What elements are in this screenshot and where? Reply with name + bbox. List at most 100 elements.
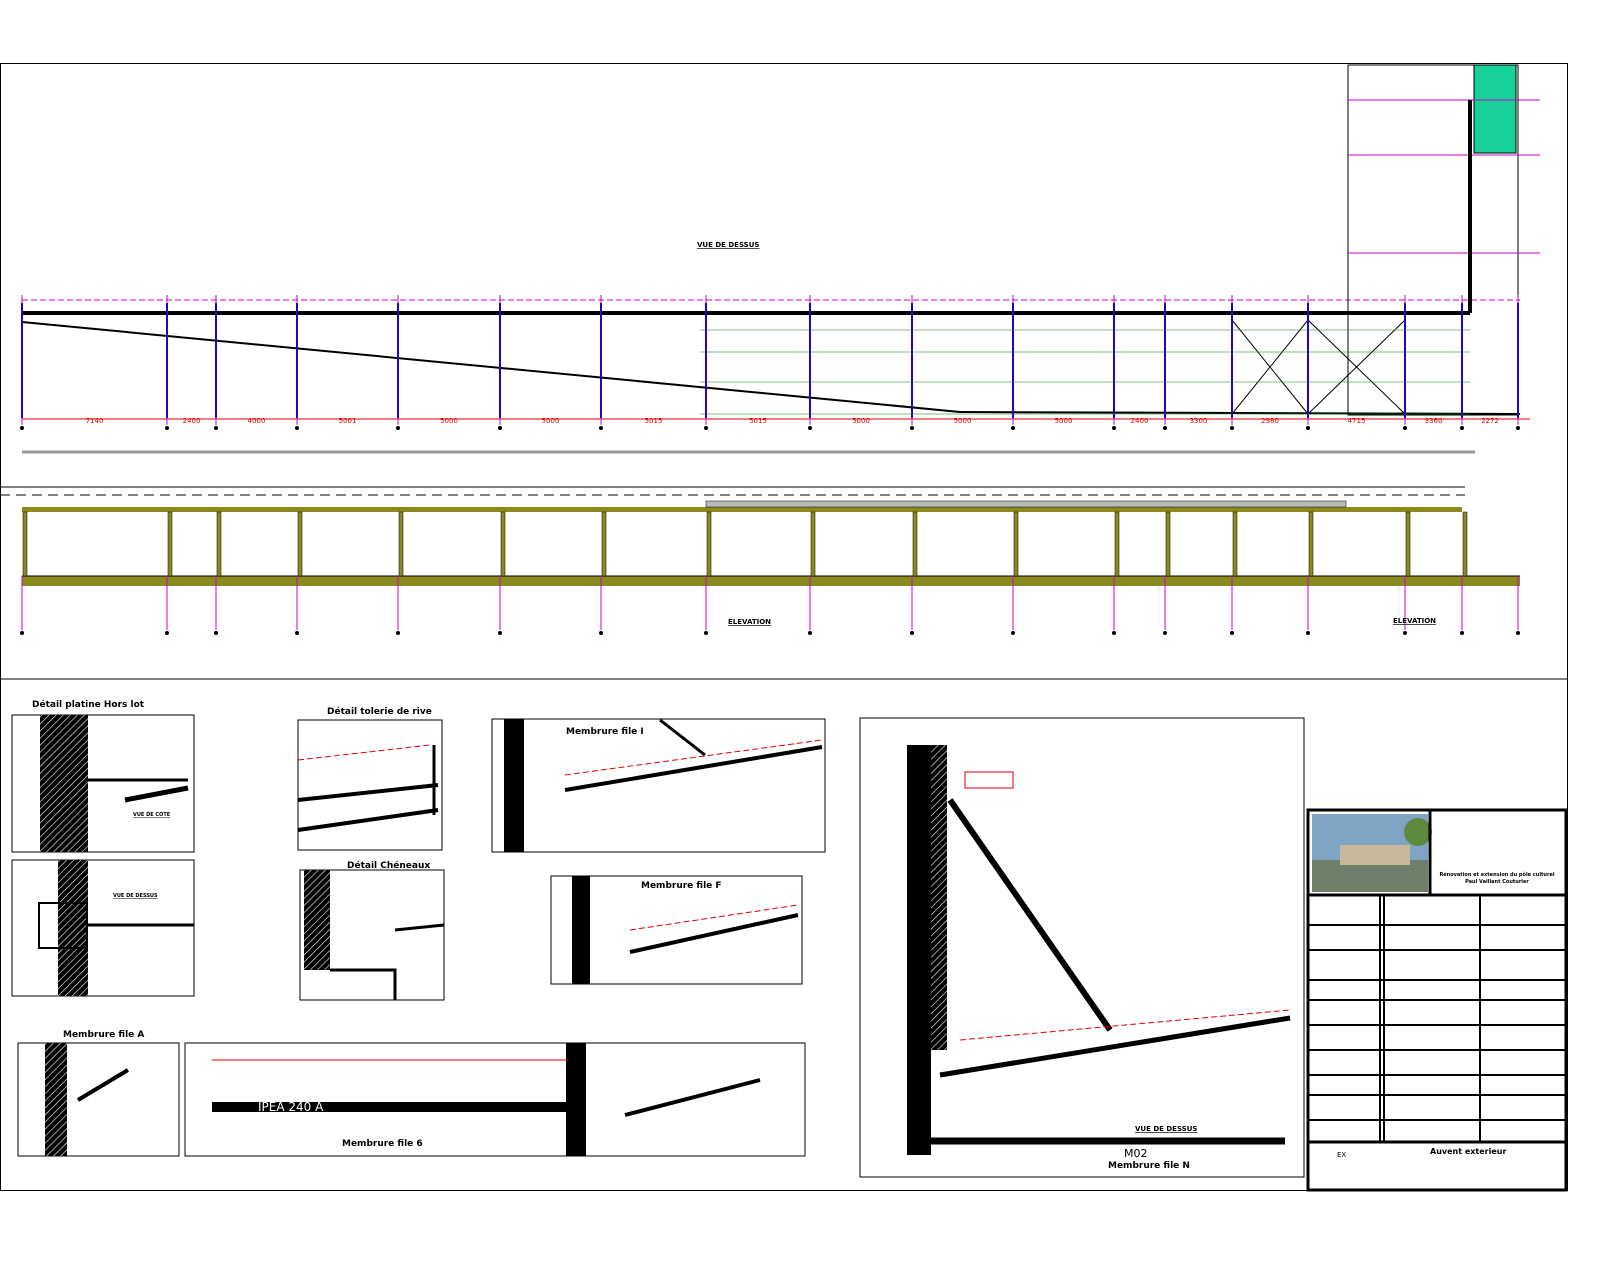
detail-membrure-n: VUE DE DESSUS M02 Membrure file N: [859, 717, 1305, 1178]
elevation-post: [912, 511, 918, 577]
grid-marker: [295, 426, 299, 430]
beam-profile-label: IPEA 240 A: [258, 1100, 324, 1114]
roof-line: [564, 739, 823, 776]
grid-marker: [808, 426, 812, 430]
detail-cheneaux-title: Détail Chéneaux: [347, 860, 430, 871]
wall-hatch: [45, 1043, 67, 1156]
dimension-label: 5000: [852, 417, 870, 425]
elevation-title-left: ELEVATION: [728, 618, 771, 626]
roof-line: [959, 1009, 1291, 1041]
grid-marker: [1230, 631, 1234, 635]
grid-marker: [910, 426, 914, 430]
detail-membrure-6: IPEA 240 A Membrure file 6: [184, 1042, 806, 1157]
purlin: [564, 745, 823, 792]
grid-marker: [1306, 631, 1310, 635]
grid-marker: [1460, 426, 1464, 430]
column: [572, 876, 590, 984]
detail-membrure-i: Membrure file I: [491, 718, 826, 853]
detail-platine: Détail platine Hors lot VUE DE COTE VUE …: [11, 699, 195, 997]
canopy-beam: [22, 576, 1520, 586]
membrure-f-title: Membrure file F: [641, 881, 722, 891]
grid-marker: [1403, 426, 1407, 430]
purlin: [76, 1068, 130, 1102]
vue-de-cote-label: VUE DE COTE: [133, 812, 171, 818]
upper-volume: [705, 500, 1347, 508]
stair-zone: [1473, 64, 1517, 154]
sheet-title: Auvent exterieur: [1430, 1147, 1506, 1156]
elevation-post: [1013, 511, 1019, 577]
detail-tolerie: Détail tolerie de rive: [297, 706, 443, 851]
purlin: [629, 913, 799, 954]
purlin: [939, 1015, 1291, 1078]
grid-marker: [1163, 631, 1167, 635]
elevation-post: [1308, 511, 1314, 577]
dimension-label: 2400: [183, 417, 201, 425]
elevation-post: [216, 511, 222, 577]
detail-frame: [550, 875, 803, 985]
purlin: [297, 808, 439, 832]
grid-marker: [1460, 631, 1464, 635]
wall-hatch: [40, 715, 88, 852]
purlin: [394, 923, 445, 932]
elevation-post: [1462, 511, 1468, 577]
dimension-label: 5000: [542, 417, 560, 425]
elevation-title-right: ELEVATION: [1393, 617, 1436, 625]
rendering-ground: [1312, 860, 1428, 892]
rendering-building: [1340, 845, 1410, 865]
detail-membrure-f: Membrure file F: [550, 875, 803, 985]
grid-marker: [1403, 631, 1407, 635]
dimension-label: 2980: [1261, 417, 1279, 425]
purlin: [124, 785, 189, 803]
elevation-view: ELEVATION ELEVATION: [0, 486, 1520, 635]
grid-marker: [1516, 631, 1520, 635]
grid-marker: [214, 631, 218, 635]
front-edge-line-2: [959, 411, 1521, 415]
project-title-line2: Paul Vaillant Couturier: [1465, 879, 1529, 885]
column: [907, 745, 931, 1155]
dimension-label: 5015: [645, 417, 663, 425]
dimension-label: 5015: [749, 417, 767, 425]
grid-marker: [599, 631, 603, 635]
wall-hatch: [58, 860, 88, 996]
tie-rod: [947, 798, 1113, 1032]
grid-marker: [704, 631, 708, 635]
vue-de-dessus-label: VUE DE DESSUS: [113, 893, 158, 899]
grid-marker: [498, 426, 502, 430]
detail-frame: [491, 718, 826, 853]
detail-frame: [17, 1042, 180, 1157]
title-block: Rénovation et extension du pôle culturel…: [1306, 808, 1568, 1192]
membrure-n-view: VUE DE DESSUS: [1135, 1125, 1197, 1133]
detail-frame: [11, 859, 195, 997]
elevation-post: [1405, 511, 1411, 577]
detail-frame: [859, 717, 1305, 1178]
sheet-border: [0, 63, 1568, 1191]
dimension-label: 5000: [1055, 417, 1073, 425]
dimension-label: 7140: [86, 417, 104, 425]
dimension-label: 5000: [440, 417, 458, 425]
grid-marker: [1112, 631, 1116, 635]
grid-marker: [498, 631, 502, 635]
callout-box: [964, 771, 1014, 789]
gutter: [330, 968, 397, 1000]
elevation-post: [398, 511, 404, 577]
elevation-post: [601, 511, 607, 577]
elevation-post: [1232, 511, 1238, 577]
grid-marker: [1306, 426, 1310, 430]
elevation-post: [1165, 511, 1171, 577]
grid-marker: [165, 631, 169, 635]
detail-cheneaux: Détail Chéneaux: [299, 860, 445, 1001]
detail-tolerie-title: Détail tolerie de rive: [327, 706, 432, 717]
dimension-label: 2272: [1481, 417, 1499, 425]
elevation-post: [167, 511, 173, 577]
dimension-label: 2400: [1131, 417, 1149, 425]
elevation-post: [1114, 511, 1120, 577]
bracing: [1307, 319, 1406, 415]
membrure-i-title: Membrure file I: [566, 727, 644, 737]
dimension-label: 3360: [1425, 417, 1443, 425]
membrure-n-title: Membrure file N: [1108, 1161, 1190, 1171]
wall-hatch: [304, 870, 330, 970]
dimension-label: 5000: [954, 417, 972, 425]
dimension-label: 5001: [339, 417, 357, 425]
building-wing: [1347, 64, 1519, 416]
column: [504, 719, 524, 852]
